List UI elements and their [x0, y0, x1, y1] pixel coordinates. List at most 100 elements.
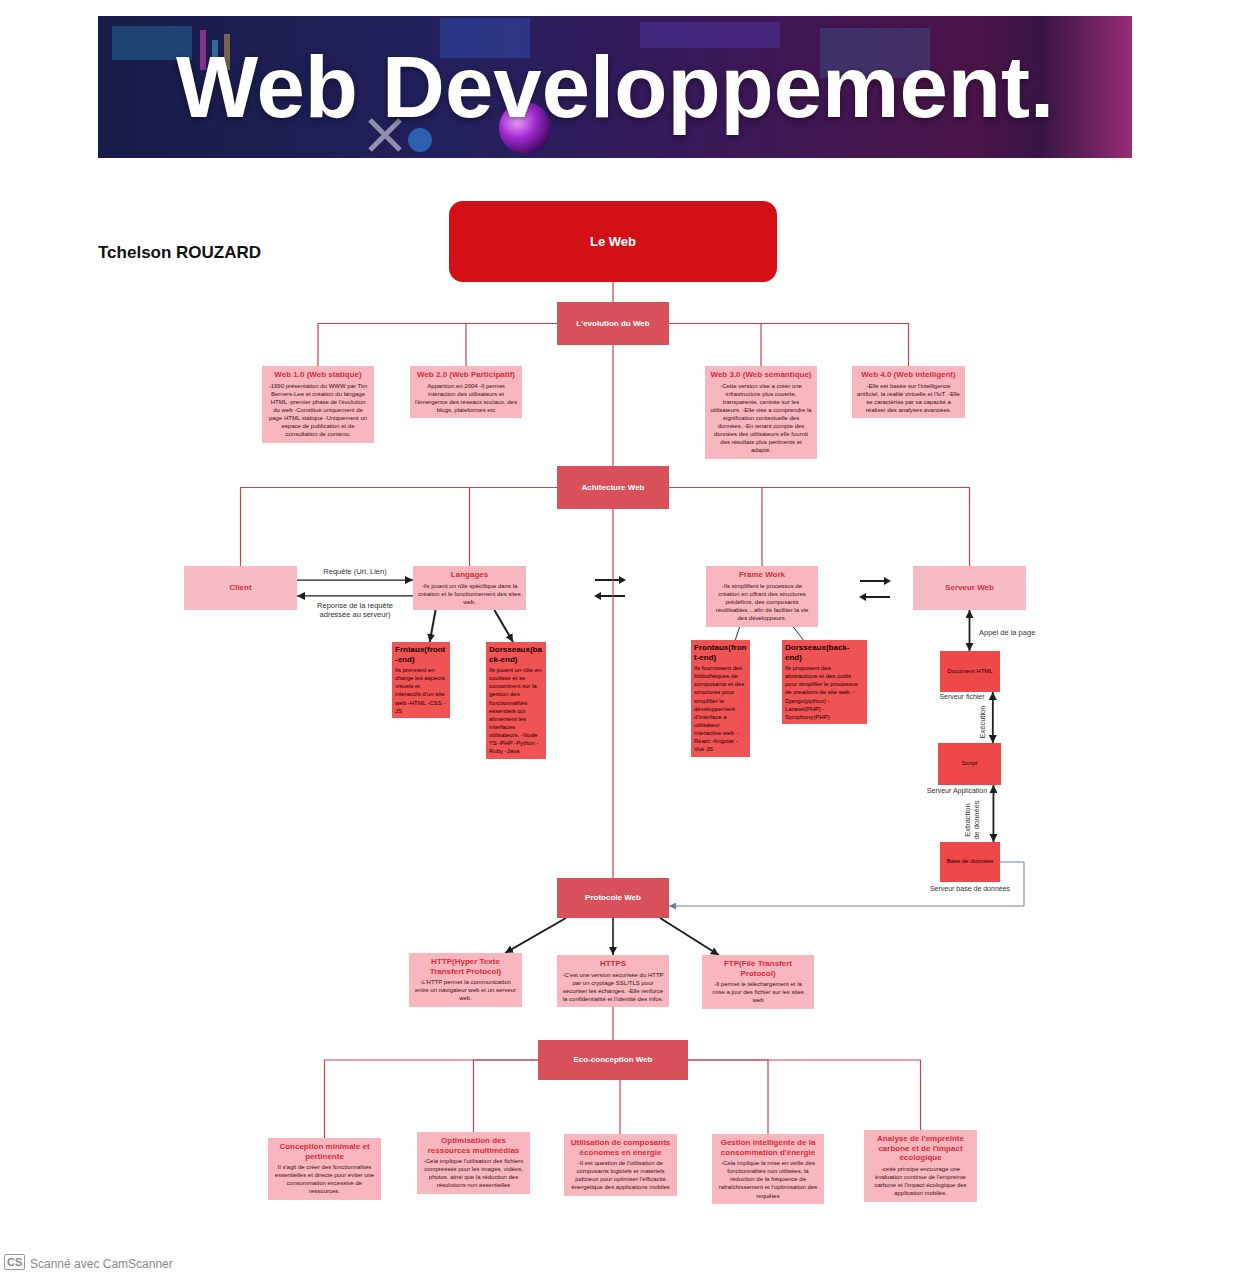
banner-background — [98, 16, 1132, 158]
connector — [505, 918, 566, 953]
node-heading: Utilisation de composants économes en én… — [569, 1138, 672, 1157]
node-body: Ils fournissent des bibliothèques de com… — [694, 664, 747, 753]
connector — [735, 627, 739, 640]
exchange-head — [884, 577, 891, 585]
node-heading: Le Web — [590, 234, 636, 249]
info-box: Web 4.0 (Web intelligent) -Elle est basée… — [852, 366, 965, 418]
node-heading: FTP(File Transfert Protocol) — [707, 959, 809, 978]
node-body: -1990 présentation du WWW par Tim Berner… — [267, 382, 369, 439]
connector — [669, 324, 761, 367]
banner-sphere — [408, 128, 432, 152]
node-heading: Frontaux(front-end) — [694, 643, 747, 662]
node-body: -C'est une version sécurisée du HTTP par… — [562, 971, 664, 1003]
connector — [241, 488, 558, 567]
node-heading: Protocole Web — [585, 893, 641, 903]
connector — [612, 509, 613, 878]
connector — [430, 610, 436, 642]
info-box: HTTP(Hyper Texte Transfert Protocol) -L'H… — [409, 953, 522, 1007]
exchange-arrow — [860, 580, 885, 582]
node-heading: Dorsseaux(back-end) — [785, 643, 864, 662]
node-heading: Web 4.0 (Web intelligent) — [857, 370, 960, 380]
node-heading: Web 3.0 (Web sémantique) — [710, 370, 812, 380]
server-caption: Serveur fichier — [938, 693, 985, 701]
root-box: Le Web — [449, 201, 777, 282]
edge-label: Extraction de données — [963, 799, 981, 841]
connector — [793, 627, 803, 640]
connector — [297, 595, 413, 596]
node-body: -L'HTTP permet la communication entre un… — [414, 978, 517, 1002]
connector — [993, 785, 995, 842]
edge-label: Appel de la page — [978, 628, 1036, 637]
detail-box: Frntaux(front-end) Ils prennent en charge… — [392, 642, 450, 718]
node-heading: Serveur Web — [945, 583, 994, 593]
node-heading: Eco-conception Web — [574, 1055, 653, 1065]
node-body: Il s'agit de créer des fonctionnalités e… — [273, 1163, 376, 1195]
node-body: -Il permet le téléchargement et la mise … — [707, 980, 809, 1004]
node-heading: Frntaux(front-end) — [395, 645, 447, 664]
section-box: Protocole Web — [557, 878, 669, 918]
node-body: Apparition en 2004 -Il permet interactio… — [415, 382, 517, 414]
info-box: Analyse de l'empreinte carbone et de l'i… — [864, 1130, 977, 1202]
node-body: -cette principe encourage une évaluation… — [869, 1165, 972, 1197]
connector — [669, 324, 909, 367]
section-box: Eco-conception Web — [538, 1040, 688, 1080]
node-heading: Gestion intelligente de la consommation … — [717, 1138, 819, 1157]
node-heading: Frame Work — [711, 570, 813, 580]
node-heading: Document HTML — [947, 668, 992, 676]
page-title: Web Developpement. — [98, 43, 1132, 130]
node-heading: Script — [962, 760, 977, 768]
info-box: Web 3.0 (Web sémantique)-Cette version v… — [705, 366, 817, 459]
node-heading: Langages — [418, 570, 521, 580]
server-box: Base de données — [940, 842, 1000, 882]
connector — [318, 324, 557, 367]
connector — [612, 918, 614, 955]
info-box: Utilisation de composants économes en én… — [564, 1134, 677, 1196]
node-body: Ils prennent en charge les aspects visue… — [395, 666, 447, 715]
edge-label: Exécution — [978, 705, 987, 739]
info-box: FTP(File Transfert Protocol) -Il permet l… — [702, 955, 814, 1009]
info-box: Langages -Ils jouent un rôle spécifique d… — [413, 566, 526, 610]
node-body: Ils jouent un rôle en coulisse et se con… — [489, 666, 543, 755]
server-caption: Serveur base de données — [929, 885, 1011, 893]
connector — [669, 488, 970, 567]
connector — [470, 488, 558, 567]
node-body: -Elle est basée sur l'intelligence artif… — [857, 382, 960, 414]
info-box: Web 2.0 (Web Participatif)Apparition en … — [410, 366, 522, 418]
exchange-head — [619, 576, 626, 584]
node-body: -Ils jouent un rôle spécifique dans la c… — [418, 582, 521, 606]
node-heading: HTTP(Hyper Texte Transfert Protocol) — [414, 957, 517, 976]
detail-box: Dorsseaux(back-end) Ils proposent des abs… — [782, 640, 867, 724]
connector — [325, 1060, 539, 1138]
info-box: Conception minimale et pertinenteIl s'ag… — [268, 1138, 381, 1200]
connector-group — [241, 282, 1025, 1138]
exchange-head — [859, 593, 866, 601]
section-box: Achitecture Web — [557, 466, 669, 509]
node-body: -Il est question de l'utilisation de com… — [569, 1159, 672, 1191]
node-body: Ils proposent des abstractions et des ou… — [785, 664, 864, 721]
node-heading: Client — [229, 583, 251, 593]
info-box: Optimisation des ressources multimédias-… — [417, 1132, 530, 1194]
node-heading: Analyse de l'empreinte carbone et de l'i… — [869, 1134, 972, 1163]
connector — [466, 324, 557, 367]
node-heading: Achitecture Web — [582, 483, 645, 493]
connector — [619, 1080, 620, 1134]
connector — [612, 282, 613, 302]
edge-label: Requête (Url, Lien) — [308, 567, 402, 576]
info-box: HTTPS-C'est une version sécurisée du HTT… — [557, 955, 669, 1007]
exchange-arrow — [865, 596, 890, 598]
node-body: -Cela implique l'utilisation des fichier… — [422, 1157, 525, 1189]
detail-box: Frontaux(front-end) Ils fournissent des b… — [691, 640, 750, 757]
detail-box: Dorsseaux(back-end)Ils jouent un rôle en… — [486, 642, 546, 759]
connector — [688, 1060, 768, 1134]
connector — [992, 692, 994, 743]
server-caption: Serveur Application — [926, 787, 988, 795]
entity-box: Client — [184, 566, 297, 610]
author-name: Tchelson ROUZARD — [98, 243, 261, 263]
connector — [669, 488, 762, 567]
app-logo: CS — [4, 1254, 25, 1270]
info-box: Frame Work-Ils simplifient le processus … — [706, 566, 818, 627]
server-box: Document HTML — [940, 651, 1000, 692]
connector — [688, 1060, 921, 1130]
